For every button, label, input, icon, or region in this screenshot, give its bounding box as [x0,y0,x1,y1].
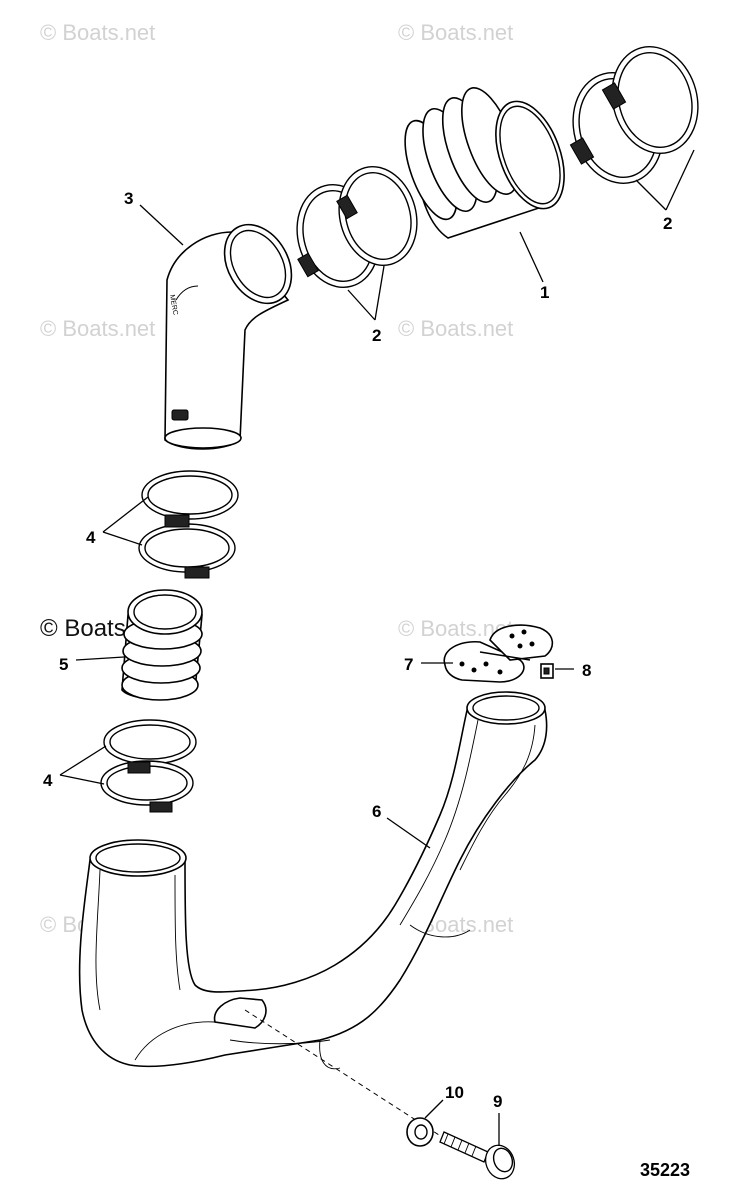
leader-lines [59,149,695,1146]
callout-4: 4 [43,771,53,790]
callout-1: 1 [540,283,549,302]
watermark: © Boats.net [398,20,513,45]
part-7-flapper-plate [443,624,554,683]
callout-7: 7 [404,655,413,674]
part-2-clamp-upper-right [569,46,699,184]
assembly-centerline [244,1009,471,1156]
part-8-nut [540,663,554,679]
callout-9: 9 [493,1092,502,1111]
svg-text:MERC: MERC [168,294,178,316]
watermark: © Boats.net [398,316,513,341]
watermark: © Boats.net [40,316,155,341]
part-1-bellows-hose [404,87,565,239]
callout-5: 5 [59,655,68,674]
part-2-clamp-middle [296,166,418,288]
callout-6: 6 [372,802,381,821]
callout-2: 2 [372,326,381,345]
part-6-exhaust-y-pipe [78,691,548,1070]
part-4-clamp-upper [138,470,239,579]
figure-number: 35223 [640,1160,690,1180]
part-4-clamp-lower [100,719,197,813]
part-10-washer [406,1117,434,1147]
part-5-corrugated-hose [121,589,203,701]
callout-8: 8 [582,661,591,680]
callout-10: 10 [445,1083,464,1102]
watermark: © Boats.net [40,20,155,45]
callout-3: 3 [124,189,133,208]
part-9-bolt [439,1131,516,1180]
callout-4: 4 [86,528,96,547]
callout-2: 2 [663,214,672,233]
part-3-exhaust-elbow: MERC [164,223,293,450]
